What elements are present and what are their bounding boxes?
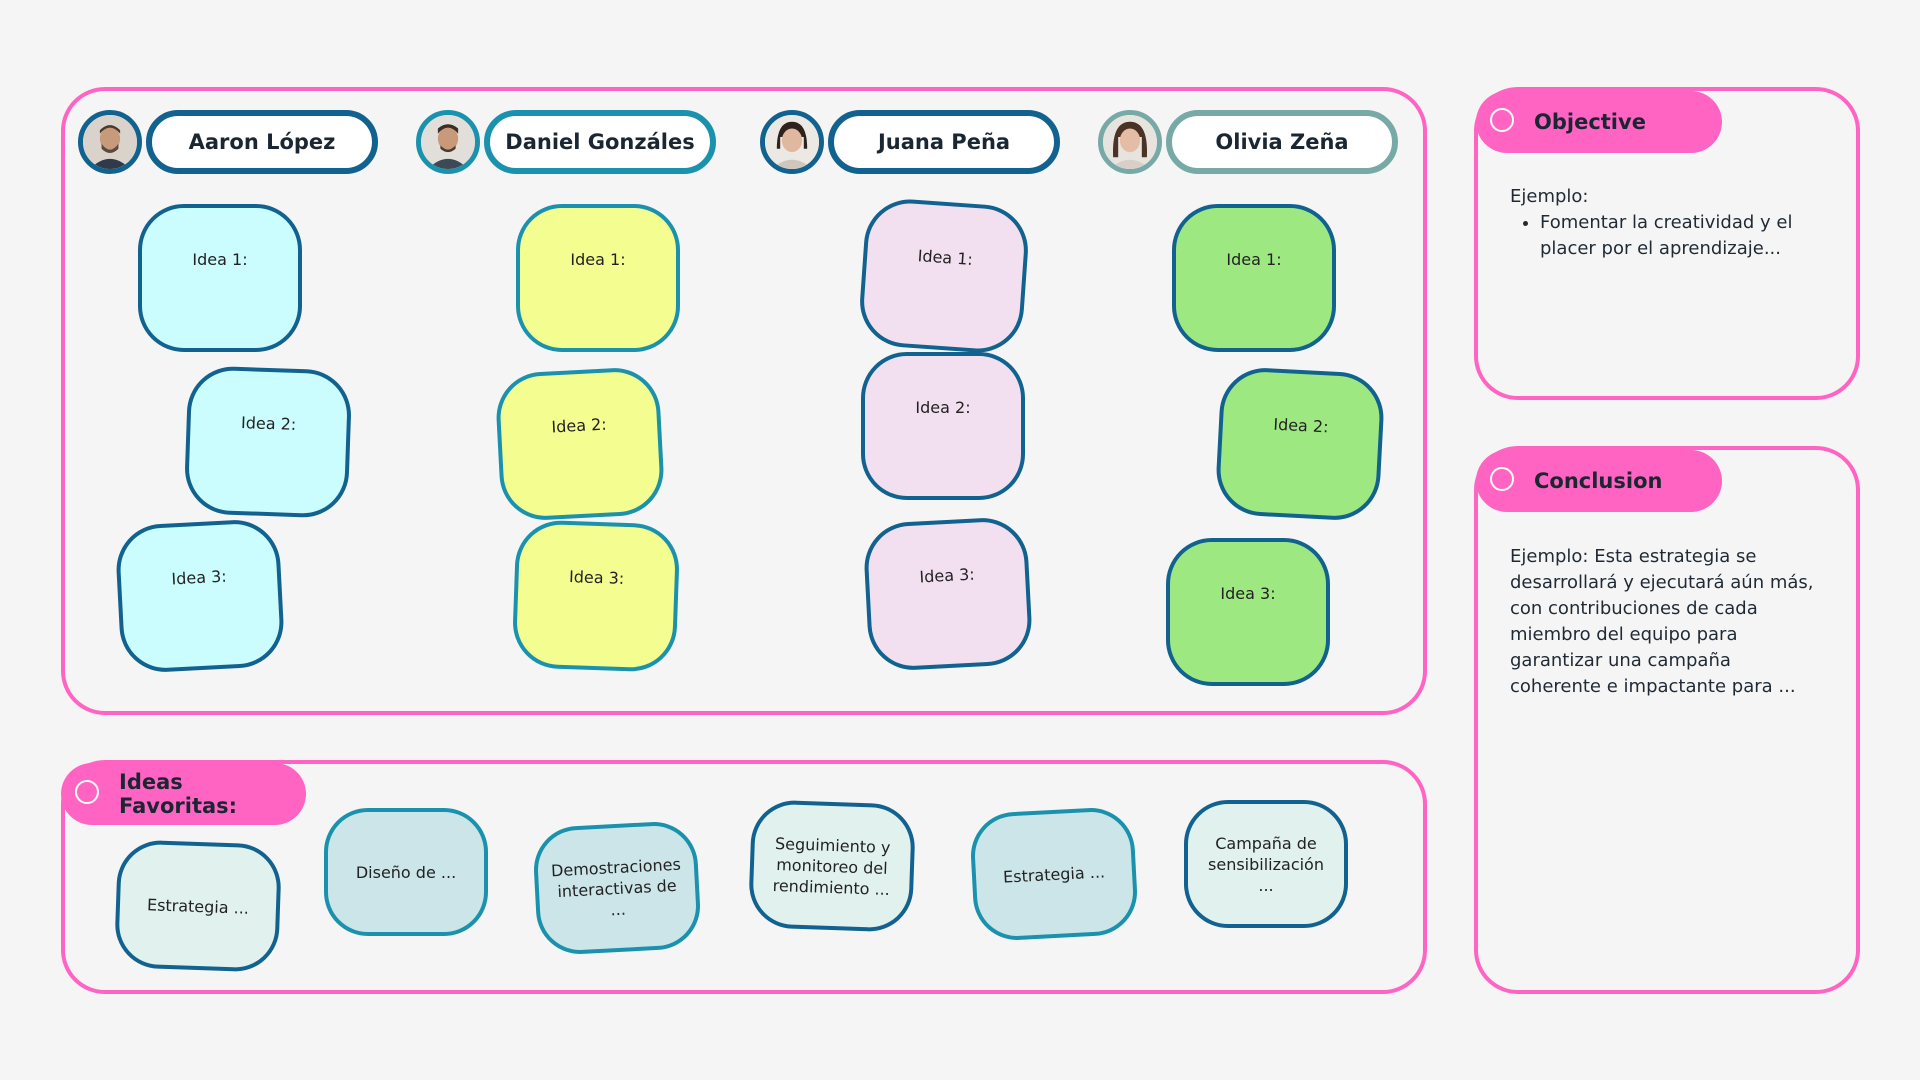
idea-note[interactable]: Idea 2: [861, 352, 1025, 500]
participant-header-1[interactable]: Aaron López [78, 110, 380, 176]
favorite-idea-note[interactable]: Demostraciones interactivas de ... [531, 819, 703, 957]
favorite-idea-note[interactable]: Estrategia ... [113, 839, 283, 973]
favorite-idea-note[interactable]: Diseño de ... [324, 808, 488, 936]
participant-header-2[interactable]: Daniel Gonzáles [416, 110, 718, 176]
idea-note[interactable]: Idea 3: [114, 517, 286, 675]
idea-note[interactable]: Idea 3: [1166, 538, 1330, 686]
objective-list: Fomentar la creatividad y el placer por … [1510, 210, 1830, 262]
idea-note[interactable]: Idea 1: [1172, 204, 1336, 352]
person-avatar-icon [421, 115, 475, 169]
conclusion-panel [1474, 446, 1860, 994]
idea-note[interactable]: Idea 1: [516, 204, 680, 352]
idea-note[interactable]: Idea 1: [857, 196, 1031, 356]
idea-note[interactable]: Idea 2: [494, 365, 666, 523]
participant-header-4[interactable]: Olivia Zeña [1098, 110, 1400, 176]
avatar [416, 110, 480, 174]
person-avatar-icon [765, 115, 819, 169]
circle-icon [1490, 467, 1514, 491]
idea-note[interactable]: Idea 3: [511, 519, 681, 673]
circle-icon [75, 780, 99, 804]
avatar [1098, 110, 1162, 174]
participant-name[interactable]: Juana Peña [828, 110, 1060, 174]
favorite-idea-note[interactable]: Campaña de sensibilización ... [1184, 800, 1348, 928]
favorite-ideas-header: Ideas Favoritas: [61, 763, 306, 825]
idea-note[interactable]: Idea 3: [862, 515, 1034, 673]
idea-note[interactable]: Idea 1: [138, 204, 302, 352]
participant-name[interactable]: Aaron López [146, 110, 378, 174]
participant-header-3[interactable]: Juana Peña [760, 110, 1062, 176]
objective-intro: Ejemplo: [1510, 186, 1589, 207]
conclusion-content: Ejemplo: Esta estrategia se desarrollará… [1510, 546, 1814, 697]
avatar [760, 110, 824, 174]
objective-bullet: Fomentar la creatividad y el placer por … [1540, 210, 1830, 262]
favorite-idea-note[interactable]: Seguimiento y monitoreo del rendimiento … [747, 799, 917, 933]
favorite-idea-note[interactable]: Estrategia ... [968, 805, 1140, 943]
favorite-ideas-title: Ideas Favoritas: [119, 770, 238, 818]
conclusion-header: Conclusion [1476, 450, 1722, 512]
objective-header: Objective [1476, 91, 1722, 153]
avatar [78, 110, 142, 174]
participant-name[interactable]: Olivia Zeña [1166, 110, 1398, 174]
objective-title: Objective [1534, 110, 1646, 134]
person-avatar-icon [1103, 115, 1157, 169]
objective-content: Ejemplo: Fomentar la creatividad y el pl… [1510, 184, 1830, 262]
participant-name[interactable]: Daniel Gonzáles [484, 110, 716, 174]
person-avatar-icon [83, 115, 137, 169]
idea-note[interactable]: Idea 2: [1214, 365, 1386, 523]
conclusion-title: Conclusion [1534, 469, 1663, 493]
circle-icon [1490, 108, 1514, 132]
idea-note[interactable]: Idea 2: [183, 365, 353, 519]
